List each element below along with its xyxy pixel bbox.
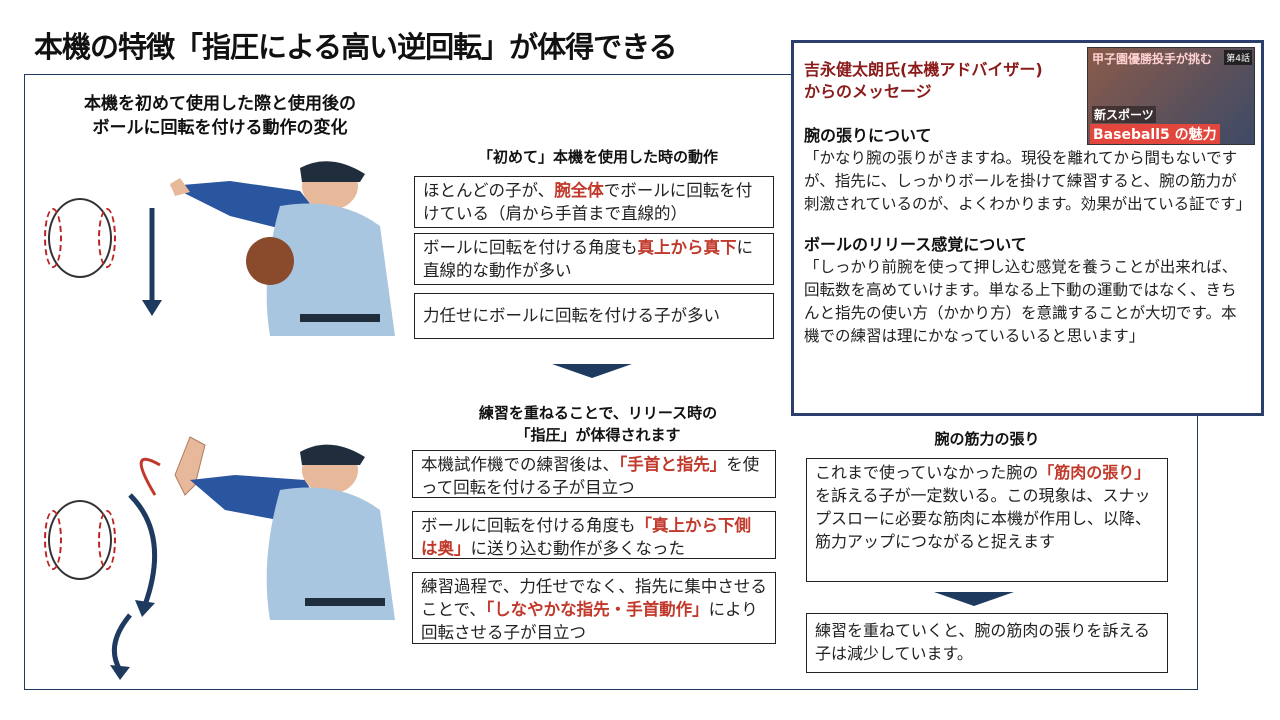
text: ボールに回転を付ける角度も xyxy=(421,516,636,535)
message-title: 吉永健太朗氏(本機アドバイザー) からのメッセージ xyxy=(804,59,1251,103)
thumbnail-text: Baseball5 の魅力 xyxy=(1090,124,1220,144)
text: に送り込む動作が多くなった xyxy=(470,539,686,558)
highlight-text: 「手首と指先」 xyxy=(619,455,727,474)
muscle-result-box: 練習を重ねていくと、腕の筋肉の張りを訴える子は減少しています。 xyxy=(806,613,1168,673)
arrow-down-icon xyxy=(142,208,162,316)
left-heading-line: 本機を初めて使用した際と使用後の xyxy=(84,94,356,114)
highlight-text: 「しなやかな指先・手首動作」 xyxy=(485,600,709,619)
first-use-item: ボールに回転を付ける角度も真上から真下に直線的な動作が多い xyxy=(414,233,774,285)
text: 練習過程で、力任せでなく、指先に集中させることで、 xyxy=(421,577,767,619)
after-practice-item: ボールに回転を付ける角度も「真上から下側は奥」に送り込む動作が多くなった xyxy=(412,511,776,559)
first-use-item: 力任せにボールに回転を付ける子が多い xyxy=(414,293,774,339)
title-line: からのメッセージ xyxy=(804,82,932,101)
text: を使って回転を付ける子が目立つ xyxy=(421,455,760,497)
pitcher-illustration-after xyxy=(174,436,395,620)
heading-line: 練習を重ねることで、リリース時の xyxy=(478,404,718,422)
message-subheading: ボールのリリース感覚について xyxy=(804,235,1027,254)
first-use-item: ほとんどの子が、腕全体でボールに回転を付けている（肩から手首まで直線的） xyxy=(414,176,774,228)
muscle-box: これまで使っていなかった腕の「筋肉の張り」を訴える子が一定数いる。この現象は、ス… xyxy=(806,458,1168,582)
text: でボールに回転を付けている（肩から手首まで直線的） xyxy=(423,181,753,223)
text: これまで使っていなかった腕の xyxy=(815,463,1039,482)
title-line: 吉永健太朗氏(本機アドバイザー) xyxy=(804,60,1043,79)
curved-arrow-icon xyxy=(110,457,161,680)
episode-badge: 第4話 xyxy=(1224,50,1252,65)
after-practice-heading: 練習を重ねることで、リリース時の 「指圧」が体得されます xyxy=(412,402,784,446)
advisor-message-box: 甲子園優勝投手が挑む 第4話 新スポーツ Baseball5 の魅力 吉永健太朗… xyxy=(791,40,1264,416)
left-heading-line: ボールに回転を付ける動作の変化 xyxy=(92,118,348,138)
text: 力任せにボールに回転を付ける子が多い xyxy=(423,306,720,325)
highlight-text: 「真上から下側は奥」 xyxy=(421,516,751,558)
text: ボールに回転を付ける角度も xyxy=(423,238,638,257)
baseball-icon xyxy=(44,198,116,278)
message-subheading: 腕の張りについて xyxy=(804,126,932,145)
text: により回転させる子が目立つ xyxy=(421,600,758,642)
thumbnail-text: 甲子園優勝投手が挑む xyxy=(1092,52,1213,66)
video-thumbnail[interactable]: 甲子園優勝投手が挑む 第4話 新スポーツ Baseball5 の魅力 xyxy=(1087,47,1255,145)
highlight-text: 「筋肉の張り」 xyxy=(1038,463,1151,482)
text: に直線的な動作が多い xyxy=(423,238,753,280)
message-text: 「しっかり前腕を使って押し込む感覚を養うことが出来れば、回転数を高めていけます。… xyxy=(804,258,1238,345)
left-heading: 本機を初めて使用した際と使用後の ボールに回転を付ける動作の変化 xyxy=(40,92,400,140)
after-practice-item: 本機試作機での練習後は、「手首と指先」を使って回転を付ける子が目立つ xyxy=(412,450,776,498)
highlight-text: 腕全体 xyxy=(554,181,604,200)
arrow-down-icon xyxy=(552,364,632,378)
after-practice-item: 練習過程で、力任せでなく、指先に集中させることで、「しなやかな指先・手首動作」に… xyxy=(412,572,776,644)
arrow-down-icon xyxy=(934,592,1014,606)
muscle-heading: 腕の筋力の張り xyxy=(934,430,1040,448)
pitcher-illustration-before xyxy=(170,161,395,336)
message-text: 「かなり腕の張りがきますね。現役を離れてから間もないですが、指先に、しっかりボー… xyxy=(804,149,1252,213)
baseball-icon xyxy=(44,500,116,580)
text: を訴える子が一定数いる。この現象は、スナップスローに必要な筋肉に本機が作用し、以… xyxy=(815,486,1152,551)
thumbnail-text: 新スポーツ xyxy=(1092,106,1156,123)
first-use-heading: 「初めて」本機を使用した時の動作 xyxy=(477,148,718,166)
heading-line: 「指圧」が体得されます xyxy=(515,426,681,444)
text: ほとんどの子が、 xyxy=(423,181,555,200)
page-title: 本機の特徴「指圧による高い逆回転」が体得できる xyxy=(34,30,678,64)
text: 本機試作機での練習後は、 xyxy=(421,455,619,474)
highlight-text: 真上から真下 xyxy=(637,238,737,257)
